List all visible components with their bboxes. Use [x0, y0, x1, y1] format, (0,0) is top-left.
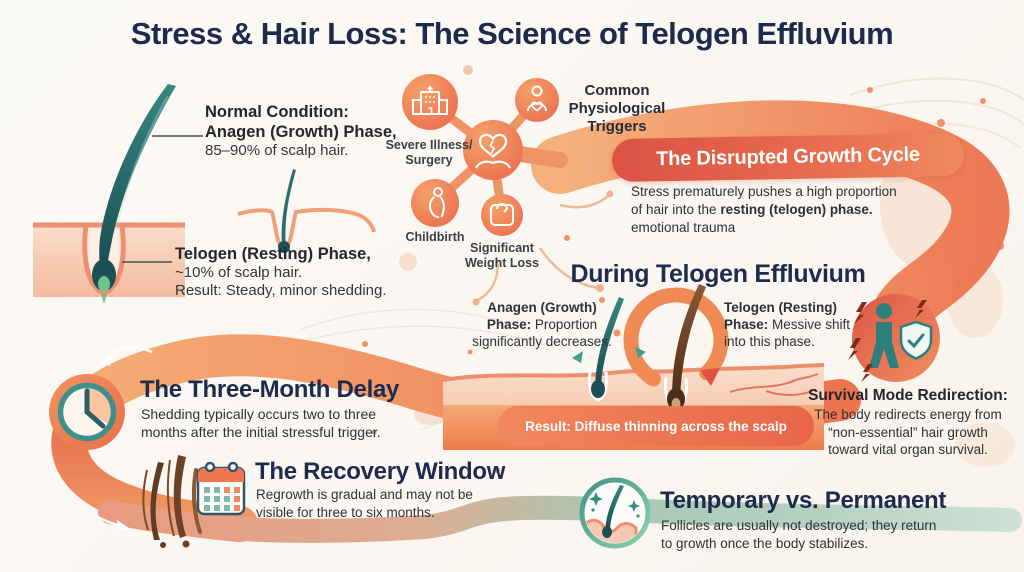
recovery-window-body: Regrowth is gradual and may not be visib… [256, 487, 473, 520]
calendar-icon [196, 461, 246, 516]
disrupted-line3: emotional trauma [631, 219, 736, 235]
normal-follicle-illustration [33, 84, 185, 304]
during-title: During Telogen Effluvium [570, 260, 866, 288]
normal-condition-heading: Normal Condition: [205, 103, 349, 121]
triggers-heading: Common Physiological Triggers [568, 82, 666, 135]
three-month-delay-title: The Three-Month Delay [140, 376, 400, 403]
disrupted-line2: of hair into the resting (telogen) phase… [631, 201, 873, 217]
sparkle-icon [589, 492, 640, 518]
telogen-phase-label: Telogen (Resting) Phase: Messive shift i… [724, 300, 851, 350]
result-banner: Result: Diffuse thinning across the scal… [498, 406, 814, 446]
page-title: Stress & Hair Loss: The Science of Telog… [130, 16, 894, 51]
stress-shield-person-icon [848, 294, 940, 382]
normal-condition-subheading: Anagen (Growth) Phase, [205, 123, 397, 142]
trigger-severe-illness-label: Severe Illness/ Surgery [385, 138, 473, 167]
telogen-resting-detail1: ~10% of scalp hair. [175, 264, 303, 282]
flow-arrows [95, 346, 153, 531]
healthy-follicle-icon [579, 477, 651, 549]
disrupted-line1: Stress prematurely pushes a high proport… [631, 184, 897, 199]
disrupted-cycle-title: The Disrupted Growth Cycle [655, 143, 921, 171]
falling-hairs [142, 455, 202, 548]
childbirth-icon [429, 187, 445, 219]
telogen-resting-label: Telogen (Resting) Phase, ~10% of scalp h… [175, 244, 387, 301]
resting-follicle-illustration [237, 169, 376, 253]
disrupted-cycle-body: Stress prematurely pushes a high proport… [631, 183, 897, 236]
weight-scale-icon [490, 203, 514, 226]
hospital-icon [412, 86, 448, 115]
anagen-phase-label: Anagen (Growth) Phase: Proportion signif… [472, 300, 612, 350]
person-heart-icon [527, 85, 547, 112]
temporary-permanent-title: Temporary vs. Permanent [660, 487, 947, 514]
disrupted-cycle-banner: The Disrupted Growth Cycle [611, 132, 965, 183]
heart-hands-icon [475, 133, 511, 169]
recovery-window-title: The Recovery Window [255, 458, 506, 485]
clock-icon [49, 374, 125, 450]
three-month-delay-body: Shedding typically occurs two to three m… [141, 406, 381, 441]
trigger-weight-loss-label: Significant Weight Loss [464, 241, 540, 270]
telogen-resting-detail2: Result: Steady, minor shedding. [175, 282, 387, 300]
telogen-resting-heading: Telogen (Resting) Phase, [175, 245, 371, 263]
result-banner-text: Result: Diffuse thinning across the scal… [525, 418, 787, 434]
trigger-cluster [402, 65, 614, 306]
normal-condition-label: Normal Condition: Anagen (Growth) Phase,… [205, 102, 397, 161]
temporary-permanent-body: Follicles are usually not destroyed; the… [661, 518, 937, 551]
survival-mode-title: Survival Mode Redirection: [808, 387, 1008, 404]
normal-condition-detail: 85–90% of scalp hair. [205, 142, 349, 160]
survival-mode-block: Survival Mode Redirection: The body redi… [793, 386, 1023, 459]
leader-lines [122, 135, 203, 263]
trigger-childbirth-label: Childbirth [405, 230, 465, 244]
